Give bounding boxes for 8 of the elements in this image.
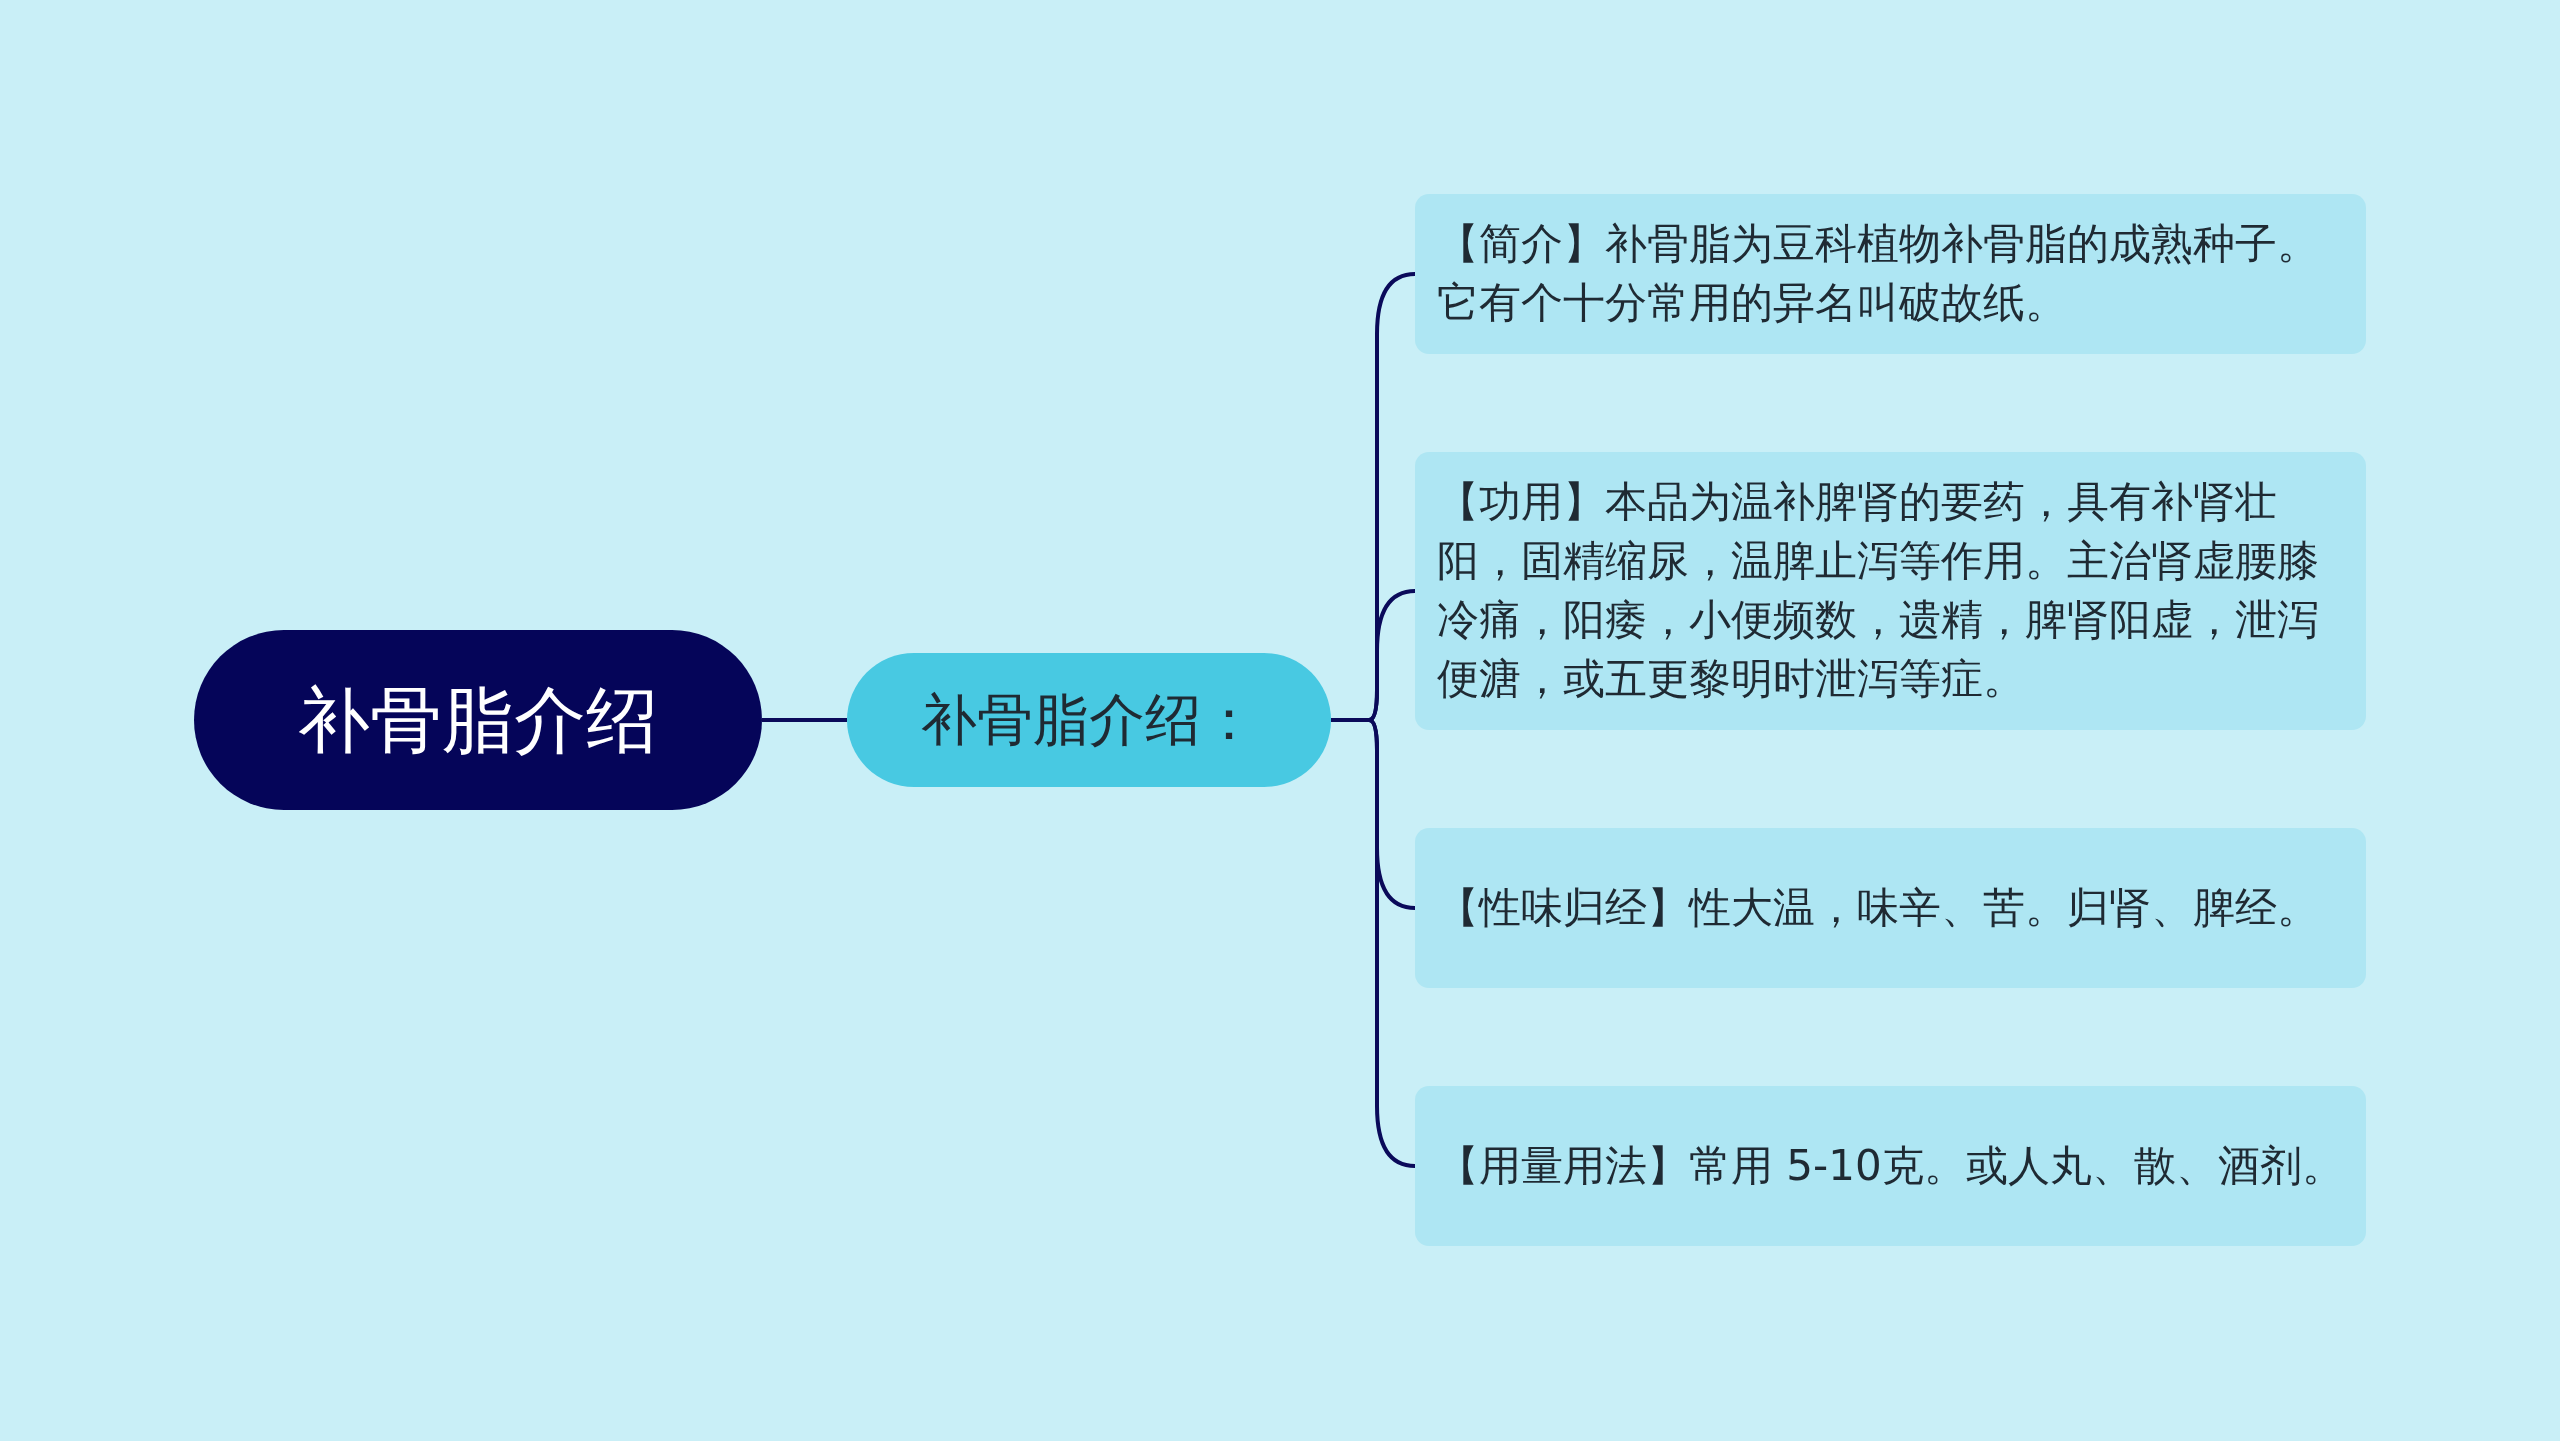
connector-line bbox=[762, 718, 847, 722]
text-box: 【功用】本品为温补脾肾的要药，具有补肾壮阳，固精缩尿，温脾止泻等作用。主治肾虚腰膝冷痛，阳痿，小便频数，遗精，脾肾阳虚，泄泻便溏，或五更黎明时泄泻等症。 bbox=[1415, 452, 2366, 730]
text-box: 【性味归经】性大温，味辛、苦。归肾、脾经。 bbox=[1415, 828, 2366, 988]
text-box: 【用量用法】常用 5-10克。或人丸、散、酒剂。 bbox=[1415, 1086, 2366, 1246]
connector-line bbox=[1331, 718, 1416, 1168]
root-topic-box: 补骨脂介绍 bbox=[194, 630, 762, 810]
subtopic-box: 补骨脂介绍： bbox=[847, 653, 1331, 787]
text-box: 【简介】补骨脂为豆科植物补骨脂的成熟种子。它有个十分常用的异名叫破故纸。 bbox=[1415, 194, 2366, 354]
